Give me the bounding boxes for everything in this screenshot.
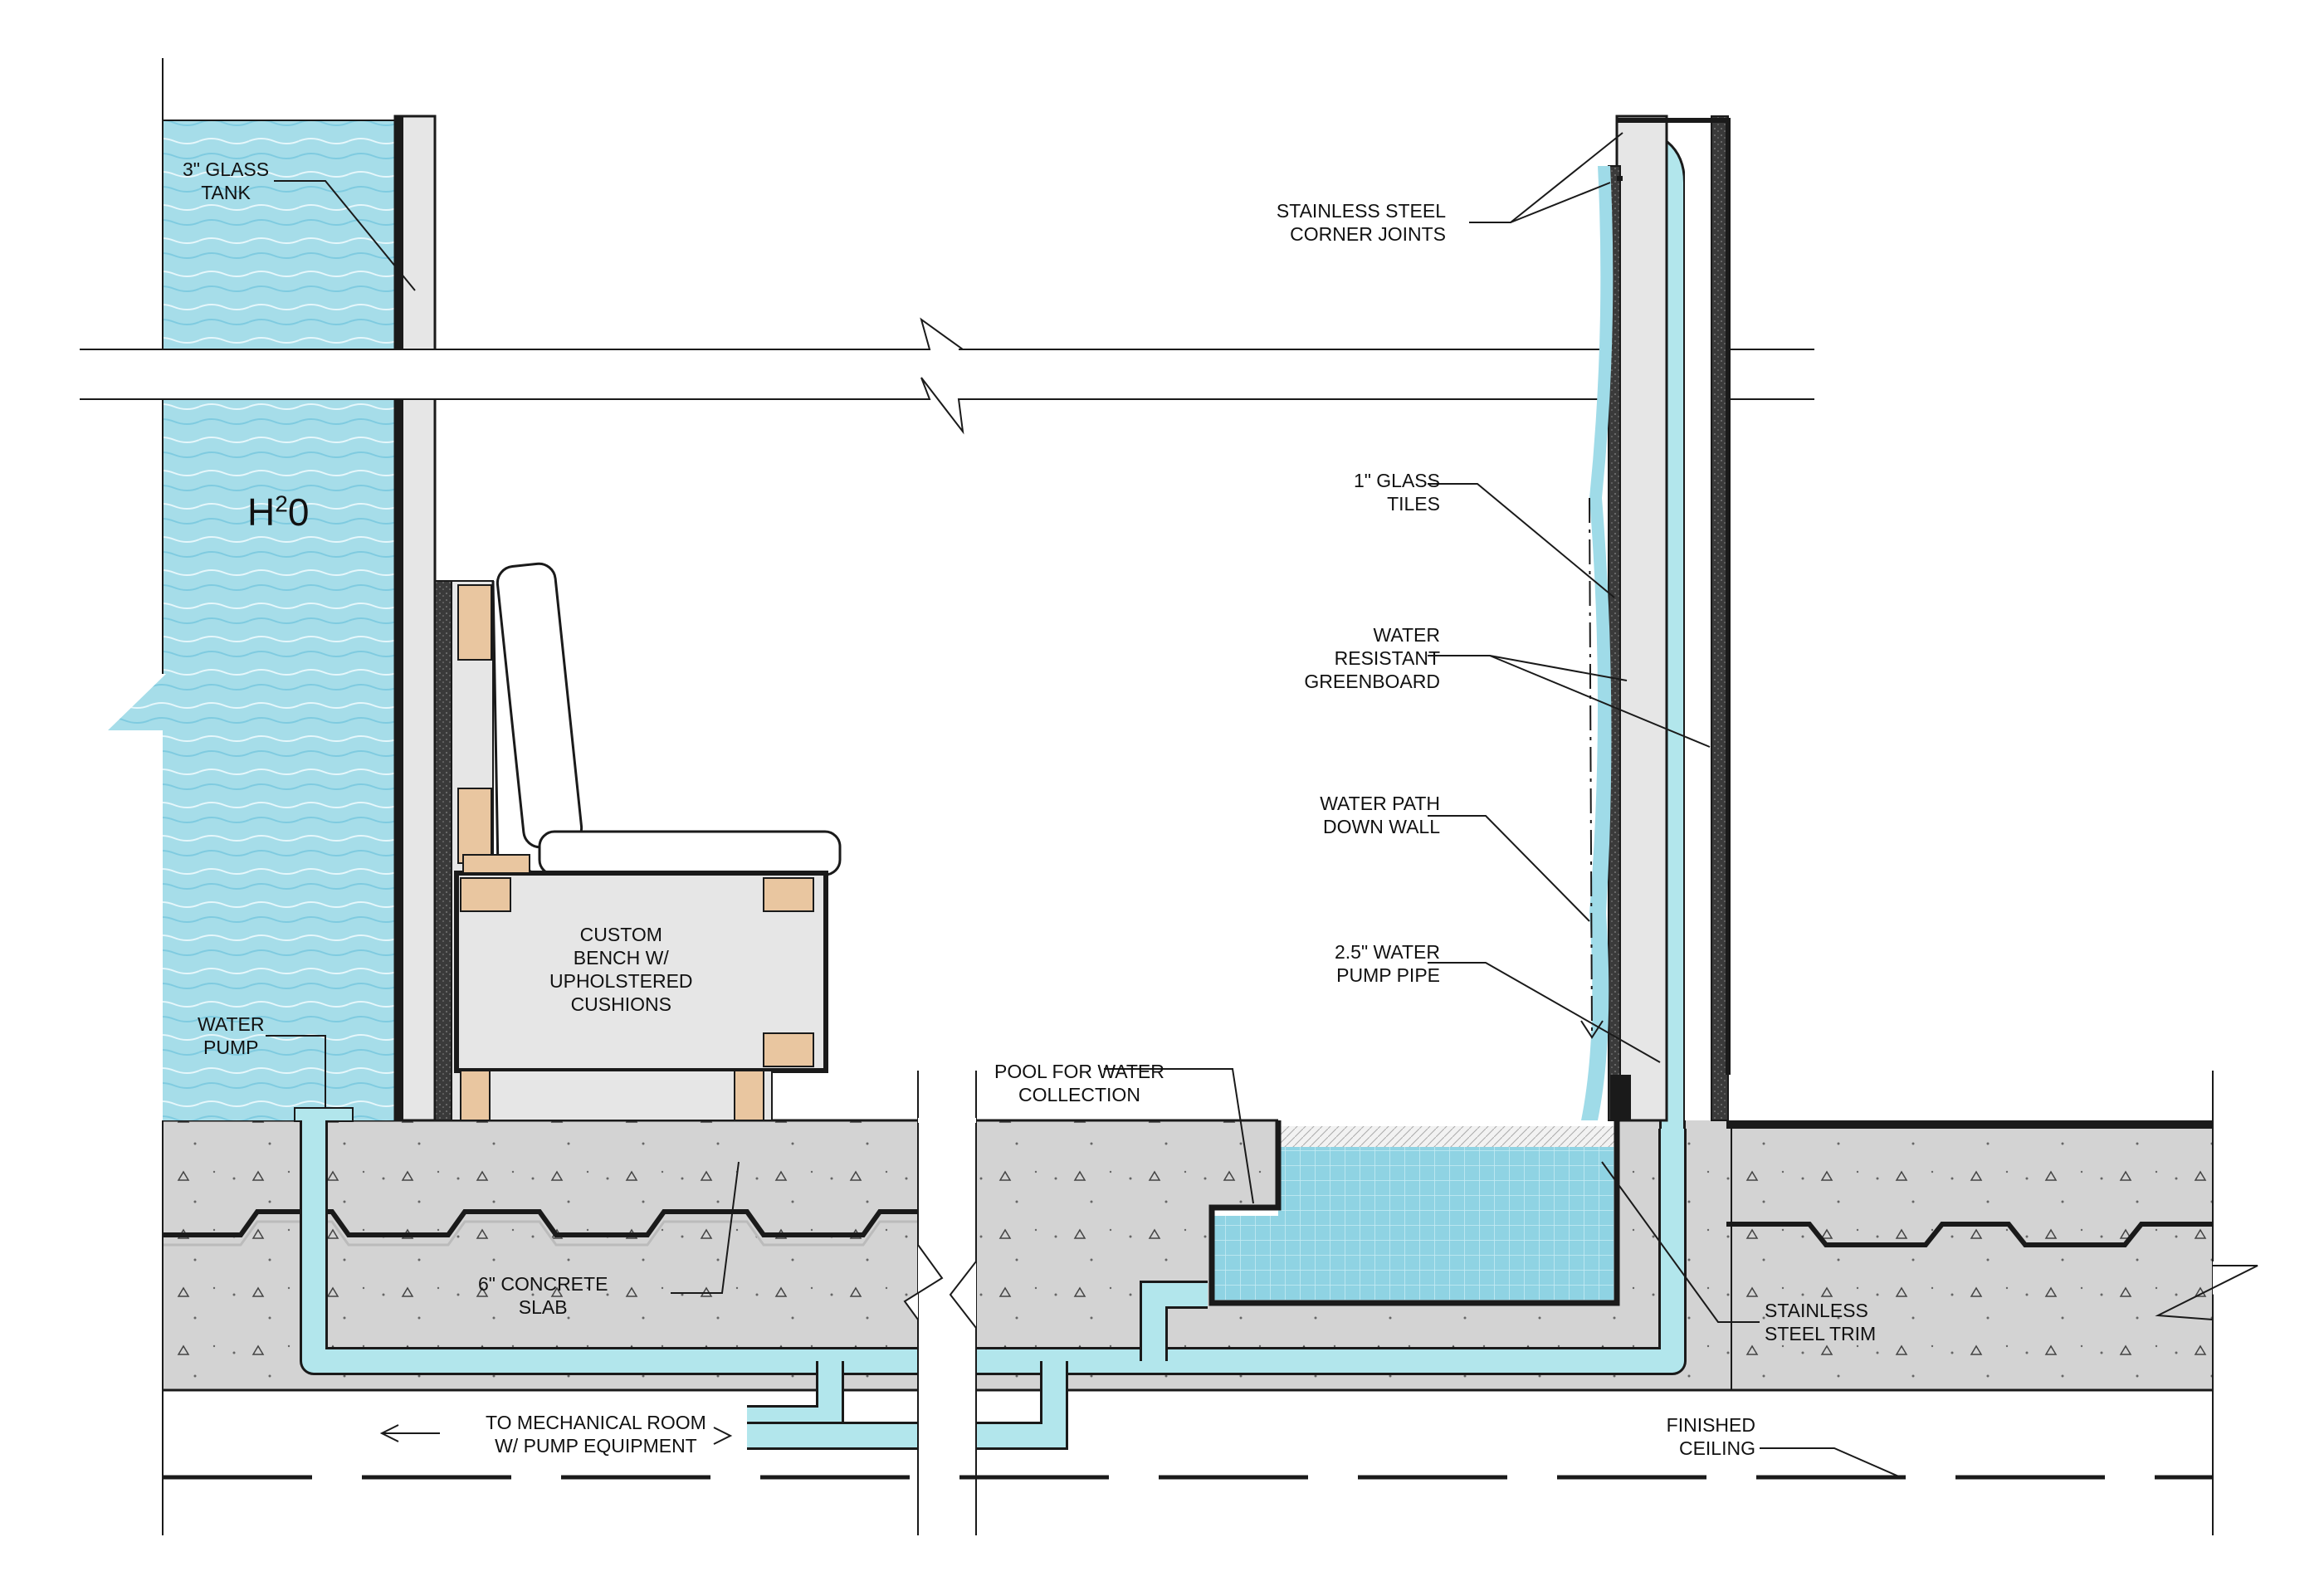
custom-bench [434,562,842,1121]
leader-lines [266,132,1902,1478]
top-break-lines [80,317,1814,435]
label-h2o: H20 [247,490,310,534]
left-concrete-slab [162,1071,944,1535]
glass-tank [108,58,437,1122]
feature-wall [1580,115,1731,1122]
pool [1208,1120,1620,1306]
